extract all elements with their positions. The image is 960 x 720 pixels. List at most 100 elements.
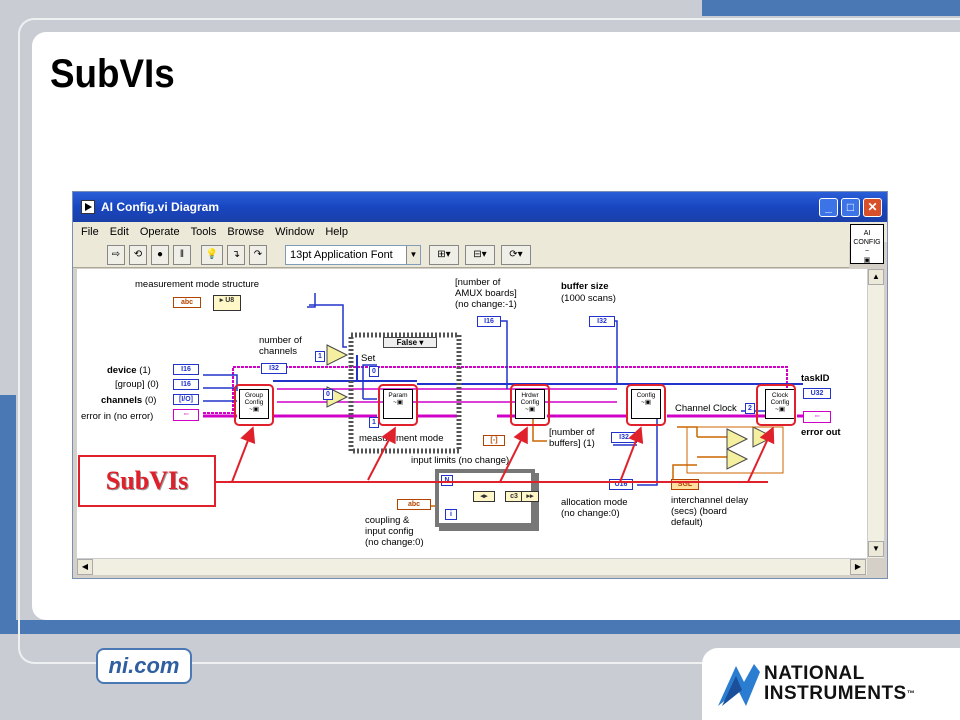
vertical-scrollbar[interactable]: ▲ ▼	[867, 269, 884, 558]
terminal-channels-i32[interactable]: I32	[261, 363, 287, 374]
align-objects-icon[interactable]: ⊞▾	[429, 245, 459, 265]
subvi-clock-config[interactable]: Clock Config~▣	[765, 389, 795, 419]
label-error-in: error in (no error)	[81, 411, 154, 422]
label-input-limits: input limits (no change)	[411, 455, 510, 466]
wire-device-group	[203, 374, 238, 402]
vi-connector-icon[interactable]: AI CONFIG~▣	[850, 224, 884, 264]
terminal-channels-io[interactable]: [I/O]	[173, 394, 199, 405]
reciprocal-node-icon	[726, 448, 749, 470]
menu-tools[interactable]: Tools	[190, 226, 217, 238]
menu-help[interactable]: Help	[325, 226, 348, 238]
terminal-buffers-i32[interactable]: I32	[611, 432, 637, 443]
label-channels-text: channels	[101, 395, 143, 406]
brand-line-2: INSTRUMENTS™	[764, 684, 915, 704]
highlight-clock-config	[756, 384, 796, 426]
constant-zero-b[interactable]: 0	[369, 366, 379, 377]
terminal-amux-i16[interactable]: I16	[477, 316, 501, 327]
top-accent-band	[702, 0, 960, 16]
toolbar: ⇨ ⟲ ● ‖ 💡 ↴ ↷ 13pt Application Font ▼ ⊞▾…	[73, 242, 849, 268]
terminal-error-out[interactable]: ▫▫	[803, 411, 831, 423]
terminal-coupling-abc[interactable]: abc	[397, 499, 431, 510]
wire-channels	[362, 364, 377, 400]
menu-browse[interactable]: Browse	[227, 226, 265, 238]
subvi-param-label: Param	[388, 392, 408, 399]
subtract-node-icon	[326, 344, 349, 366]
terminal-device-i16[interactable]: I16	[173, 364, 199, 375]
slide-title: SubVIs	[50, 52, 175, 96]
case-selector[interactable]: False ▾	[383, 337, 437, 348]
label-measurement-mode-structure: measurement mode structure	[135, 279, 260, 290]
run-continuous-icon[interactable]: ⟲	[129, 245, 147, 265]
labview-app-icon	[81, 200, 95, 214]
wire-allocation	[637, 419, 658, 486]
label-coupling: coupling & input config (no change:0)	[365, 515, 424, 548]
case-selector-value: False	[396, 338, 418, 347]
close-button[interactable]: ✕	[863, 198, 882, 217]
reorder-icon[interactable]: ⟳▾	[501, 245, 531, 265]
terminal-delay-sgl[interactable]: SGL	[671, 479, 699, 490]
label-device: device (1)	[107, 365, 151, 376]
font-selector-value: 13pt Application Font	[290, 249, 393, 261]
subvis-callout-text: SubVIs	[105, 466, 189, 495]
abort-icon[interactable]: ●	[151, 245, 169, 265]
subvi-hrdwr-config-label: Hrdwr Config	[520, 392, 540, 406]
subvi-group-config[interactable]: Group Config~▣	[239, 389, 269, 419]
constant-one[interactable]: 1	[315, 351, 325, 362]
label-channels-default: (0)	[144, 395, 157, 406]
ni-brand-text: NATIONAL INSTRUMENTS™	[764, 664, 915, 704]
step-into-icon[interactable]: ↴	[227, 245, 245, 265]
constant-zero-a[interactable]: 0	[323, 389, 333, 400]
font-selector[interactable]: 13pt Application Font ▼	[285, 245, 421, 265]
maximize-button[interactable]: □	[841, 198, 860, 217]
constant-two[interactable]: 2	[745, 403, 755, 414]
chevron-down-icon: ▼	[406, 246, 420, 264]
terminal-input-limits[interactable]: [▫]	[483, 435, 505, 446]
left-accent-band	[0, 395, 16, 635]
distribute-objects-icon[interactable]: ⊟▾	[465, 245, 495, 265]
minimize-button[interactable]: _	[819, 198, 838, 217]
bundle-node: ▸ U8	[213, 295, 241, 311]
highlight-config	[626, 384, 666, 426]
brand-line-1: NATIONAL	[764, 663, 865, 684]
highlight-param	[378, 384, 418, 426]
scroll-up-icon[interactable]: ▲	[868, 269, 884, 285]
terminal-buffer-i32[interactable]: I32	[589, 316, 615, 327]
menu-file[interactable]: File	[81, 226, 99, 238]
menu-edit[interactable]: Edit	[109, 226, 129, 238]
loop-index-i: i	[445, 509, 457, 520]
pause-icon[interactable]: ‖	[173, 245, 191, 265]
horizontal-scrollbar[interactable]: ◀ ▶	[77, 558, 867, 575]
subvi-clock-config-label: Clock Config	[770, 392, 790, 406]
highlight-execution-icon[interactable]: 💡	[201, 245, 223, 265]
ni-eagle-logo-icon	[718, 664, 760, 706]
terminal-allocation-u16[interactable]: U16	[609, 479, 633, 490]
step-over-icon[interactable]: ↷	[249, 245, 267, 265]
terminal-error-in[interactable]: ▫▫	[173, 409, 199, 421]
ni-com-badge[interactable]: ni.com	[96, 648, 192, 684]
wire-taskid	[273, 355, 803, 385]
menu-window[interactable]: Window	[275, 226, 315, 238]
terminal-structure-abc[interactable]: abc	[173, 297, 201, 308]
wire-structure	[307, 293, 347, 348]
bottom-accent-band	[16, 620, 960, 634]
scroll-down-icon[interactable]: ▼	[868, 541, 884, 557]
subvi-hrdwr-config[interactable]: Hrdwr Config~▣	[515, 389, 545, 419]
menu-operate[interactable]: Operate	[139, 226, 180, 238]
wire-delay	[677, 426, 727, 458]
run-arrow-icon[interactable]: ⇨	[107, 245, 125, 265]
brand-tm: ™	[906, 689, 916, 698]
label-set: Set	[361, 353, 376, 364]
vi-icon-label: AI CONFIG	[853, 230, 881, 246]
scroll-left-icon[interactable]: ◀	[77, 559, 93, 575]
terminal-taskid-u32[interactable]: U32	[803, 388, 831, 399]
label-amux-boards: [number of AMUX boards] (no change:-1)	[455, 277, 517, 310]
menu-bar: File Edit Operate Tools Browse Window He…	[73, 222, 887, 242]
block-diagram-canvas[interactable]: measurement mode structure abc ▸ U8 [num…	[77, 269, 867, 558]
subvi-config-label: Config	[636, 392, 656, 399]
label-device-default: (1)	[139, 365, 151, 376]
label-buffer-scans: (1000 scans)	[561, 293, 616, 304]
subvi-config[interactable]: Config~▣	[631, 389, 661, 419]
terminal-group-i16[interactable]: I16	[173, 379, 199, 390]
subvi-param[interactable]: Param~▣	[383, 389, 413, 419]
scroll-right-icon[interactable]: ▶	[850, 559, 866, 575]
